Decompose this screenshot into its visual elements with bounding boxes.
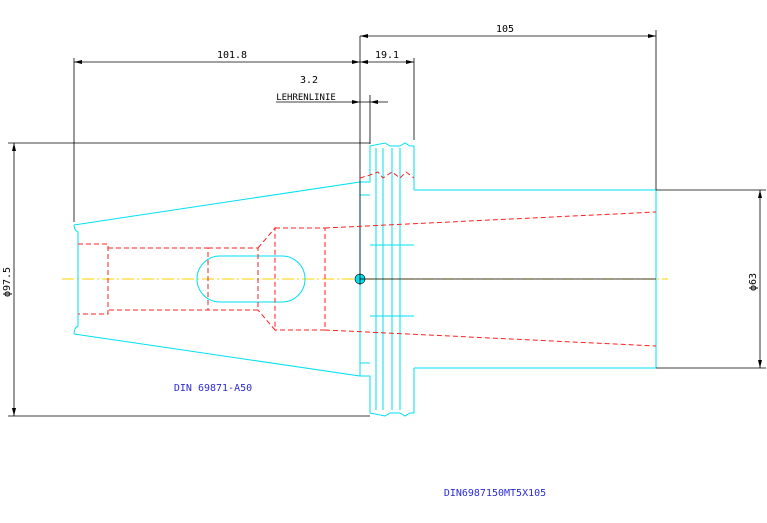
dim-flange-width-text: 19.1	[375, 50, 399, 61]
bore-step	[108, 247, 209, 311]
dim-shank-diameter-text: ϕ63	[748, 273, 759, 291]
dim-total-length: 105	[360, 24, 657, 190]
flange	[360, 142, 415, 417]
inner-taper	[324, 211, 657, 347]
dim-shank-diameter: ϕ63	[656, 189, 766, 369]
dim-gauge-line: 3.2 LEHRENLINIE	[276, 75, 388, 144]
hidden-lines	[78, 171, 657, 347]
flange-groove-profile	[359, 171, 415, 179]
bore-middle	[208, 247, 259, 311]
dim-total-length-text: 105	[496, 24, 514, 35]
taper-standard-label: DIN 69871-A50	[174, 383, 252, 394]
part-number-label: DIN6987150MT5X105	[444, 488, 546, 499]
bore-front	[78, 243, 109, 315]
dim-gauge-offset-text: 3.2	[300, 75, 318, 86]
coolant-passage	[275, 227, 326, 331]
dim-taper-diameter: ϕ97.5	[2, 142, 370, 417]
dim-flange-width: 19.1	[360, 50, 415, 140]
dim-gauge-label-text: LEHRENLINIE	[276, 93, 336, 103]
driving-slot	[196, 255, 306, 303]
dim-taper-length-text: 101.8	[217, 50, 247, 61]
dim-taper-length: 101.8	[73, 50, 360, 222]
dim-taper-diameter-text: ϕ97.5	[2, 267, 13, 297]
